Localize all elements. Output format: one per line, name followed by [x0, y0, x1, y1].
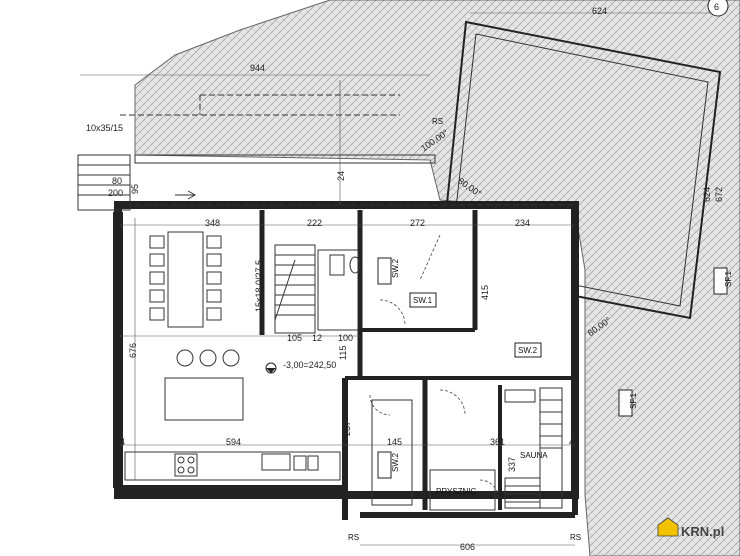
- door-swings: [369, 234, 499, 499]
- walls: [113, 201, 579, 520]
- krn-logo: [657, 517, 679, 537]
- label-sw1: SW.1: [413, 296, 433, 305]
- label-rs-top: RS: [432, 117, 443, 126]
- dim-606: 606: [460, 542, 475, 552]
- dim-115: 115: [338, 346, 348, 360]
- label-sw2-b: SW.2: [391, 258, 400, 278]
- dim-95: 95: [130, 184, 140, 194]
- grid-marker-number: 6: [714, 2, 719, 12]
- dim-105: 105: [287, 333, 302, 343]
- label-rs-bottom-right: RS: [570, 533, 581, 542]
- grid-marker-circle: [707, 0, 729, 17]
- label-sf1-b: SF.1: [629, 392, 638, 409]
- dim-stair-top: 10x35/15: [86, 123, 123, 133]
- label-sauna: SAUNA: [520, 451, 548, 460]
- terrain-hatch: [134, 0, 740, 556]
- internal-stair: [274, 244, 359, 334]
- sauna-benches: [504, 387, 563, 509]
- dim-200: 200: [108, 188, 123, 198]
- terrace-outline: [438, 20, 722, 320]
- terrace-inner: [449, 33, 709, 307]
- dim-337: 337: [507, 457, 517, 472]
- dim-348: 348: [205, 218, 220, 228]
- dim-594: 594: [226, 437, 241, 447]
- label-sw2-c: SW.2: [391, 452, 400, 472]
- dining-table: [149, 231, 222, 328]
- dim-100: 100: [338, 333, 353, 343]
- kitchen-island: [164, 349, 244, 421]
- dim-944: 944: [250, 63, 265, 73]
- label-sf1-a: SF.1: [724, 270, 733, 287]
- dim-145: 145: [387, 437, 402, 447]
- tag-boxes: [377, 257, 728, 479]
- kitchen-counter: [124, 451, 341, 481]
- entrance-stair: [77, 154, 436, 211]
- dim-234: 234: [515, 218, 530, 228]
- dim-12: 12: [312, 333, 322, 343]
- dim-272: 272: [410, 218, 425, 228]
- dimension-lines: [80, 12, 720, 546]
- dim-624-top: 624: [592, 6, 607, 16]
- label-sw2-a: SW.2: [518, 346, 538, 355]
- label-prysznic: PRYSZNIC: [436, 487, 477, 496]
- dim-672: 672: [714, 187, 724, 202]
- dim-44-right: 44: [569, 437, 579, 447]
- dim-237: 237: [342, 421, 352, 436]
- dim-415: 415: [480, 285, 490, 300]
- dashed-lines: [120, 94, 575, 206]
- dim-361: 361: [490, 437, 505, 447]
- level-value: -3,00=242,50: [283, 360, 336, 370]
- dim-624-side: 624: [702, 187, 712, 202]
- wc-fixtures: [329, 254, 496, 511]
- dim-44-left: 44: [115, 437, 125, 447]
- dim-stair-inner: 15x18,0/27,5: [254, 260, 264, 312]
- dim-80: 80: [112, 176, 122, 186]
- label-rs-bottom-left: RS: [348, 533, 359, 542]
- dim-24: 24: [336, 171, 346, 181]
- dim-222: 222: [307, 218, 322, 228]
- dim-676: 676: [128, 343, 138, 358]
- watermark-text: KRN.pl: [681, 524, 724, 539]
